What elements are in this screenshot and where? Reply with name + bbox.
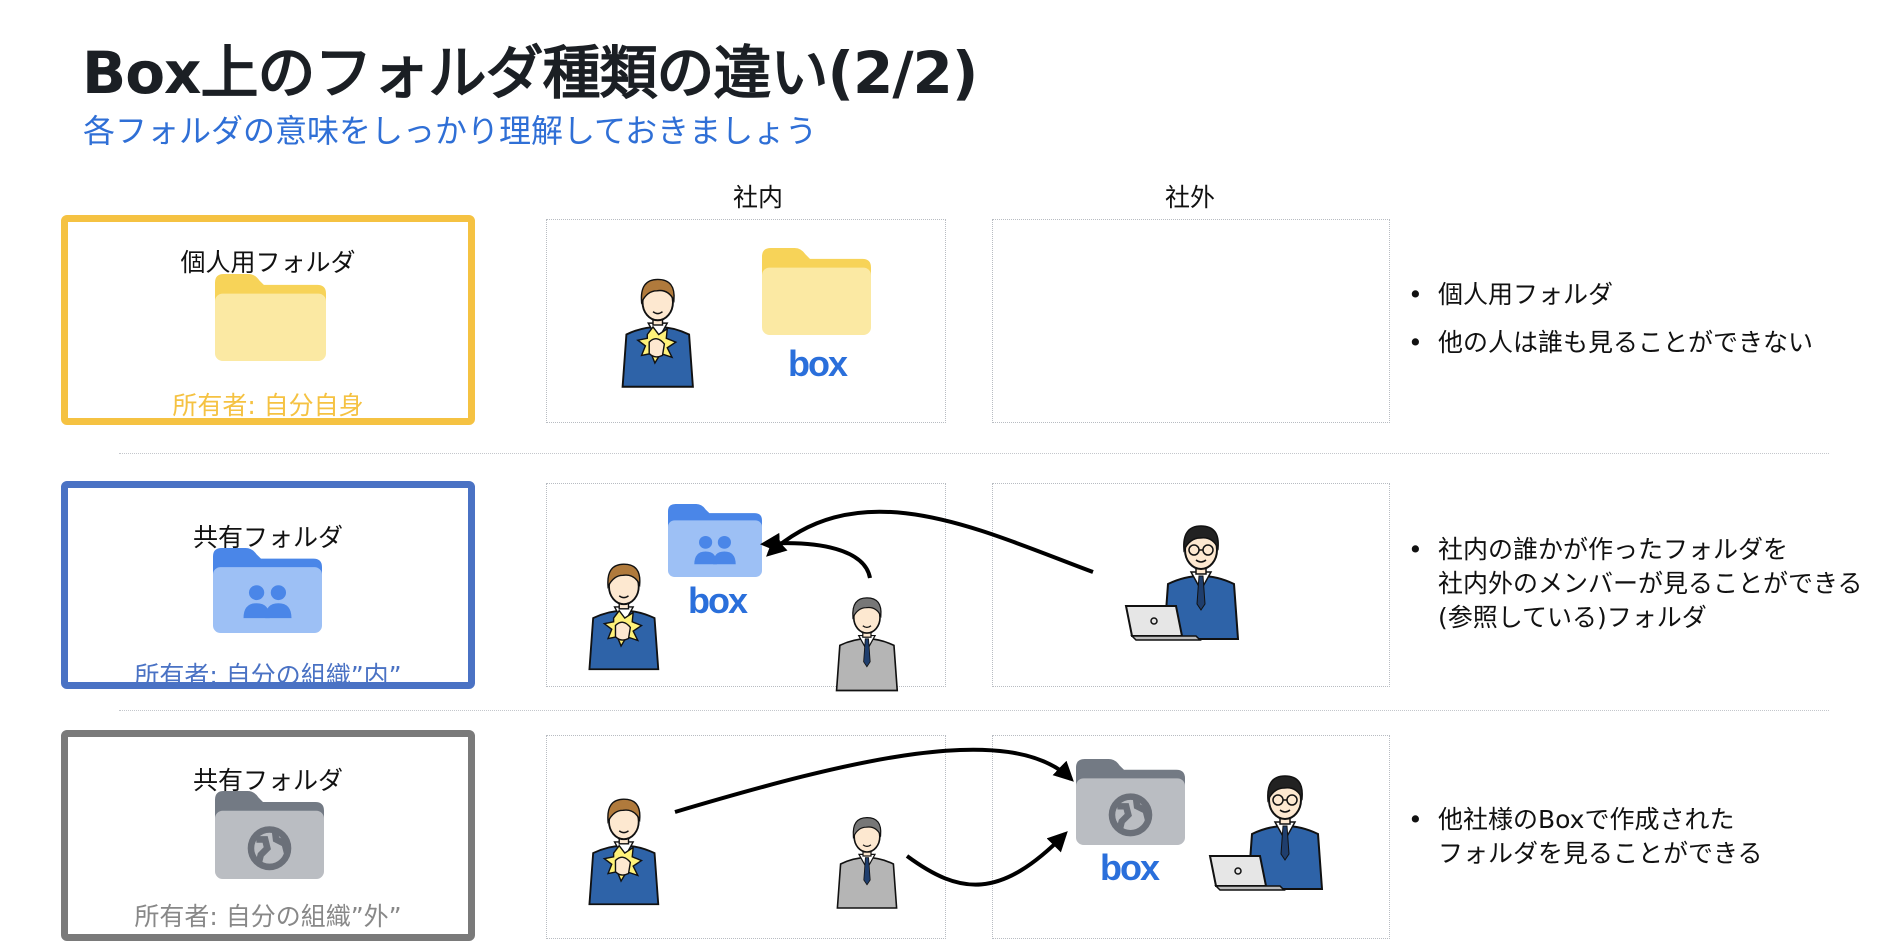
page-subtitle: 各フォルダの意味をしっかり理解しておきましょう [83, 112, 818, 150]
row3-description: 他社様のBoxで作成された フォルダを見ることができる [1408, 803, 1763, 885]
description-bullet: 社内の誰かが作ったフォルダを 社内外のメンバーが見ることができる (参照している… [1408, 533, 1863, 635]
internal-panel-row2 [546, 483, 946, 687]
folder-type-label: 共有フォルダ [192, 766, 343, 795]
internal-panel-row1 [546, 219, 946, 423]
external-panel-row1 [992, 219, 1390, 423]
owner-label: 所有者: 自分自身 [172, 391, 364, 420]
external-panel-row3 [992, 735, 1390, 939]
description-bullet: 他社様のBoxで作成された フォルダを見ることができる [1408, 803, 1763, 871]
row1-description: 個人用フォルダ 他の人は誰も見ることができない [1408, 278, 1813, 374]
internal-panel-row3 [546, 735, 946, 939]
row2-description: 社内の誰かが作ったフォルダを 社内外のメンバーが見ることができる (参照している… [1408, 533, 1863, 649]
column-header-external: 社外 [1164, 183, 1215, 212]
owner-label: 所有者: 自分の組織”内” [134, 661, 402, 690]
personal-folder-card: 個人用フォルダ 所有者: 自分自身 [61, 215, 475, 425]
row-divider [119, 710, 1829, 711]
page-title: Box上のフォルダ種類の違い(2/2) [82, 39, 978, 107]
folder-type-label: 個人用フォルダ [180, 248, 356, 277]
folder-type-label: 共有フォルダ [192, 523, 343, 552]
external-shared-folder-card: 共有フォルダ 所有者: 自分の組織”外” [61, 730, 475, 941]
column-header-internal: 社内 [732, 183, 783, 212]
owner-label: 所有者: 自分の組織”外” [134, 902, 402, 931]
row-divider [119, 453, 1829, 454]
description-bullet: 他の人は誰も見ることができない [1408, 326, 1813, 360]
internal-shared-folder-card: 共有フォルダ 所有者: 自分の組織”内” [61, 481, 475, 690]
external-panel-row2 [992, 483, 1390, 687]
description-bullet: 個人用フォルダ [1408, 278, 1813, 312]
